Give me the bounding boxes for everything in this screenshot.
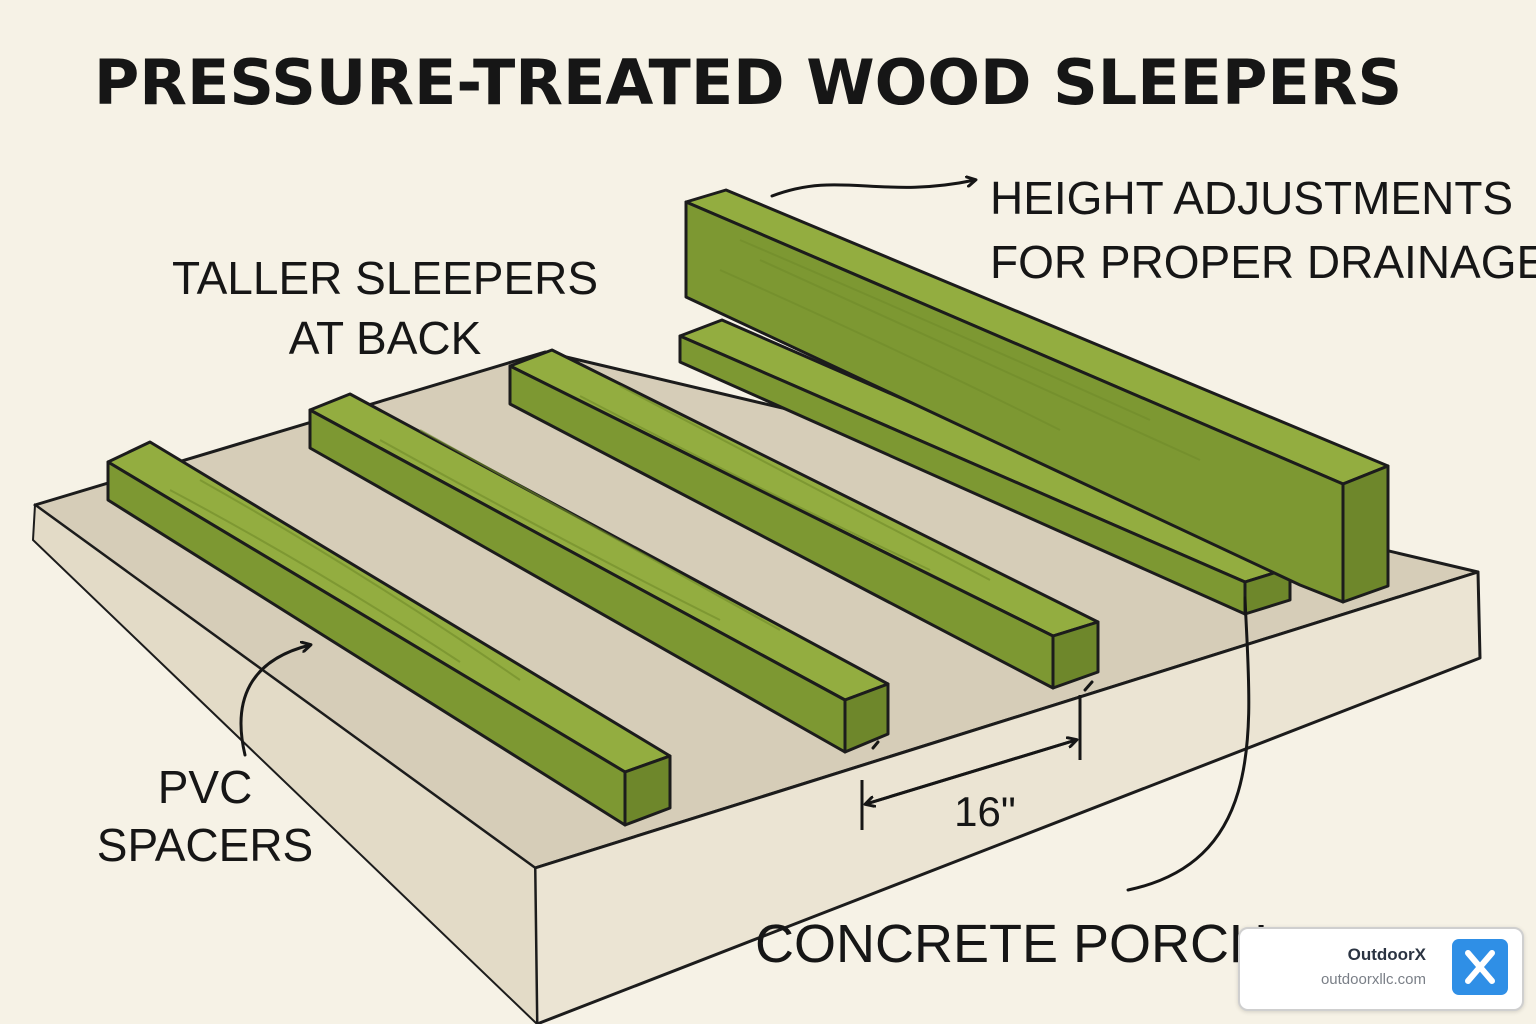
label-line: FOR PROPER DRAINAGE <box>990 236 1536 288</box>
height-arrow <box>770 180 975 198</box>
diagram-title: PRESSURE-TREATED WOOD SLEEPERS <box>93 46 1403 119</box>
concrete-leader <box>1126 596 1251 892</box>
sleeper-tall-back <box>684 188 1390 604</box>
sleeper-end <box>623 754 672 827</box>
brand-badge[interactable]: OutdoorX outdoorxllc.com <box>1238 927 1524 1011</box>
brand-name: OutdoorX <box>1347 945 1426 964</box>
brand-site: outdoorxllc.com <box>1320 971 1426 988</box>
sleeper-end <box>1341 464 1390 604</box>
label-pvc-spacers: PVC SPACERS <box>90 758 320 874</box>
spacing-dimension <box>860 680 1094 830</box>
label-line: AT BACK <box>288 312 482 364</box>
label-height-adjustments: HEIGHT ADJUSTMENTS FOR PROPER DRAINAGE <box>990 166 1536 294</box>
sleeper-second <box>308 392 890 754</box>
label-concrete-porch: CONCRETE PORCH <box>755 912 1275 976</box>
slab-left-face <box>31 503 539 1024</box>
sleeper-third <box>508 348 1100 690</box>
label-taller-sleepers: TALLER SLEEPERS AT BACK <box>170 248 600 368</box>
sleeper-front <box>106 440 672 827</box>
sleeper-fourth <box>678 318 1292 616</box>
label-line: TALLER SLEEPERS <box>171 252 599 304</box>
pvc-arrow <box>239 645 310 757</box>
label-line: SPACERS <box>96 819 314 871</box>
spacing-label: 16" <box>954 788 1016 835</box>
x-logo-icon <box>1452 939 1508 995</box>
sleeper-end <box>1051 620 1100 690</box>
label-line: HEIGHT ADJUSTMENTS <box>990 172 1514 224</box>
sleeper-end <box>843 682 890 754</box>
label-line: PVC <box>157 761 253 813</box>
label-line: CONCRETE PORCH <box>755 914 1269 974</box>
